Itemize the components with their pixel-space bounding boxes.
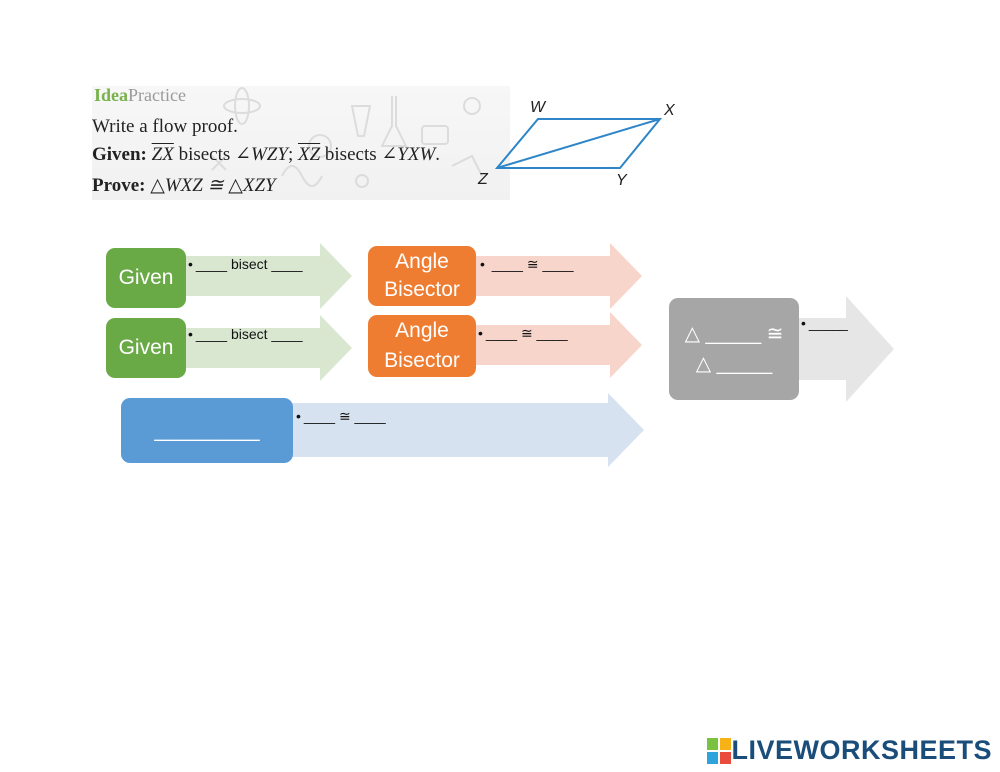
given-end: . [435, 144, 441, 165]
given-segment-1: ZX [151, 144, 174, 165]
row3-arrow [470, 243, 642, 309]
row5-reason-box[interactable]: _________ [121, 398, 293, 463]
bullet-icon: • [296, 408, 301, 424]
vertex-label-z: Z [477, 171, 489, 188]
parallelogram-shape [494, 118, 663, 169]
row1-arrow [180, 243, 352, 309]
vertex-label-x: X [663, 102, 676, 119]
row2-statement-text: ____ bisect ____ [195, 326, 303, 342]
given-text-1: bisects ∠ [173, 144, 251, 165]
liveworksheets-logo-icon [707, 737, 732, 764]
row4-statement-text: ____ ≅ ____ [485, 325, 568, 341]
given-separator: ; [287, 144, 298, 165]
vertex-label-w: W [530, 99, 547, 116]
header-idea: Idea [94, 86, 129, 105]
row3-statement: • ____ ≅ ____ [480, 256, 574, 273]
row2-reason: Given [118, 336, 174, 359]
given-angle-2: YXW [397, 144, 436, 165]
row1-reason: Given [118, 266, 174, 289]
final-line2: △ _____ [695, 353, 773, 375]
prove-line: Prove: △WXZ ≅ △XZY [92, 174, 276, 197]
row4-reason-box: Angle Bisector [368, 315, 476, 377]
given-segment-2: XZ [297, 144, 321, 165]
row1-statement: •____ bisect ____ [188, 256, 303, 272]
row1-statement-text: ____ bisect ____ [195, 256, 303, 272]
row1-reason-box: Given [106, 248, 186, 308]
liveworksheets-logo: LIVEWORKSHEETS [707, 735, 992, 766]
row2-statement: •____ bisect ____ [188, 326, 303, 342]
background-doodles [211, 87, 483, 188]
row4-reason-line1: Angle [395, 319, 449, 342]
given-text-2: bisects ∠ [320, 144, 398, 165]
final-conclusion-box: △ _____ ≅ △ _____ [669, 298, 799, 400]
textbook-excerpt: IdeaPractice Write a flow proof. Given: … [92, 86, 510, 200]
instruction-text: Write a flow proof. [92, 116, 238, 137]
final-arrow [788, 296, 894, 402]
row5-arrow [286, 393, 644, 467]
bullet-icon: • [480, 256, 485, 272]
row3-reason-line2: Bisector [384, 278, 460, 301]
given-angle-1: WZY [250, 144, 288, 165]
row2-arrow [180, 315, 352, 381]
final-statement-text: _____ [808, 315, 848, 331]
row3-reason-line1: Angle [395, 250, 449, 273]
vertex-label-y: Y [616, 172, 628, 189]
row5-statement-text: ____ ≅ ____ [303, 408, 386, 424]
row4-reason-line2: Bisector [384, 349, 460, 372]
given-label: Given: [92, 144, 147, 165]
bullet-icon: • [478, 325, 483, 341]
excerpt-header: IdeaPractice [94, 86, 186, 106]
bullet-icon: • [188, 326, 193, 342]
liveworksheets-logo-text: LIVEWORKSHEETS [731, 735, 992, 765]
given-line: Given: ZX bisects ∠WZY; XZ bisects ∠YXW. [92, 143, 440, 166]
bullet-icon: • [801, 315, 806, 331]
final-line1: △ _____ ≅ [684, 323, 784, 345]
row3-statement-text: ____ ≅ ____ [491, 256, 574, 272]
prove-label: Prove: [92, 175, 146, 196]
parallelogram-figure: W X Y Z [477, 99, 676, 189]
row2-reason-box: Given [106, 318, 186, 378]
row4-statement: •____ ≅ ____ [478, 325, 568, 342]
row4-arrow [470, 312, 642, 378]
prove-statement: △WXZ ≅ △XZY [150, 175, 276, 196]
row5-statement: •____ ≅ ____ [296, 408, 386, 425]
diagonal-zx [496, 118, 661, 169]
header-practice: Practice [128, 86, 186, 105]
row5-reason-blank[interactable]: _________ [154, 418, 260, 442]
row3-reason-box: Angle Bisector [368, 246, 476, 306]
bullet-icon: • [188, 256, 193, 272]
final-statement: •_____ [801, 315, 848, 331]
